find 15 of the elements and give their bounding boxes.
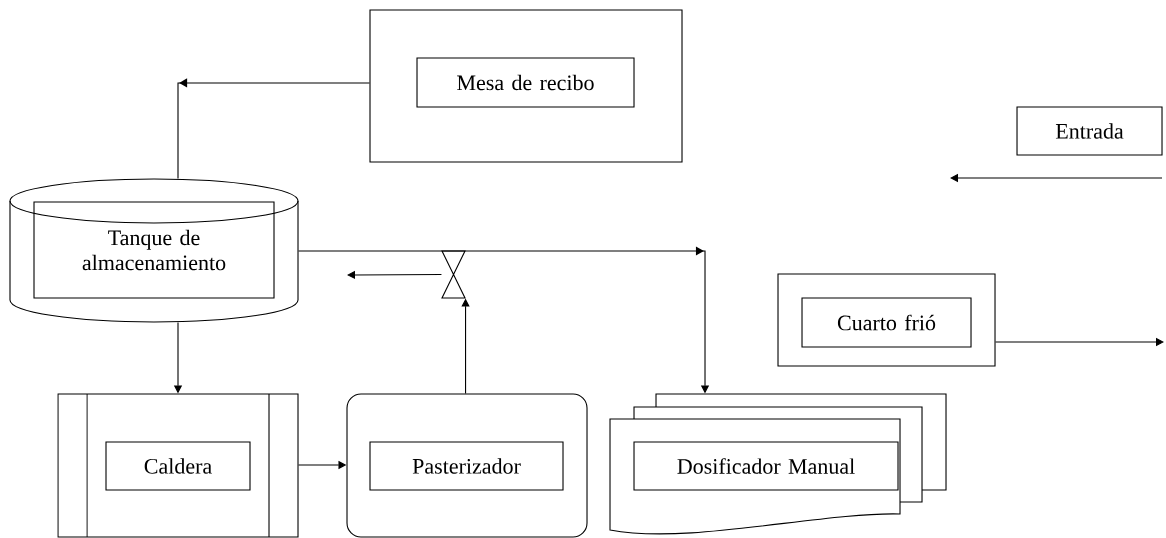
tank-cylinder bbox=[9, 178, 299, 323]
document-stack bbox=[609, 393, 947, 535]
station-box bbox=[369, 9, 683, 163]
text-box: Mesa de recibo bbox=[416, 57, 635, 108]
process-box bbox=[57, 393, 299, 538]
text-box: Pasterizador bbox=[369, 441, 564, 491]
rounded-box bbox=[346, 393, 588, 538]
text-box: Dosificador Manual bbox=[633, 441, 899, 491]
station-box bbox=[777, 273, 996, 367]
text-box: Entrada bbox=[1016, 106, 1163, 156]
arrow bbox=[177, 78, 370, 179]
text-box: Caldera bbox=[105, 441, 251, 491]
valve-symbol bbox=[441, 250, 466, 299]
text-box: Tanque de almacenamiento bbox=[33, 201, 275, 299]
text-box: Cuarto frió bbox=[801, 297, 972, 348]
